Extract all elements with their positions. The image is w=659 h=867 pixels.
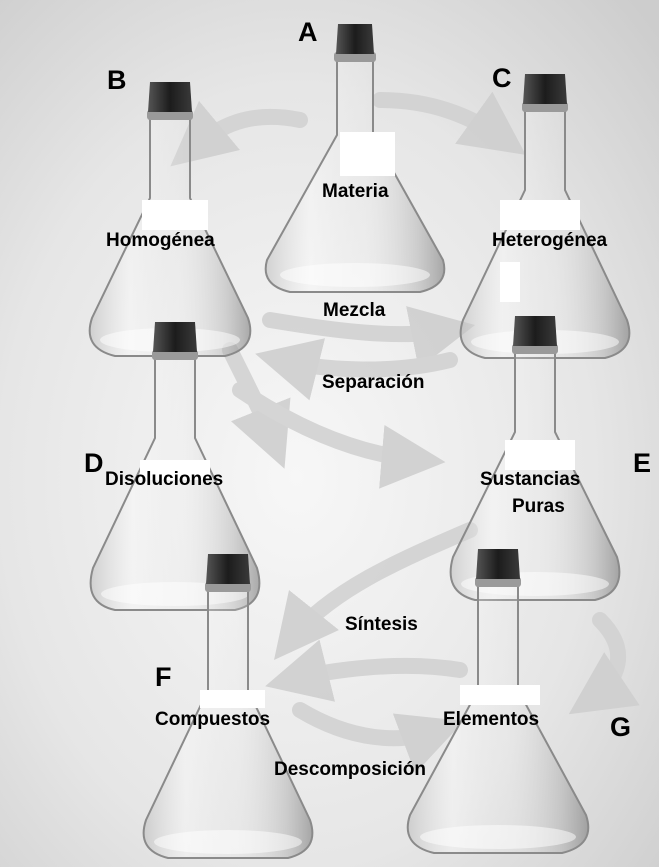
letter-g: G [610, 712, 631, 743]
letter-e: E [633, 448, 651, 479]
letter-a: A [298, 17, 318, 48]
node-elementos: Elementos [443, 709, 539, 731]
letter-b: B [107, 65, 127, 96]
node-materia: Materia [322, 181, 389, 203]
node-homogenea: Homogénea [106, 230, 215, 252]
node-sustancias-line1: Sustancias [480, 469, 580, 491]
letter-d: D [84, 448, 104, 479]
process-mezcla: Mezcla [323, 300, 385, 322]
process-separacion: Separación [322, 372, 424, 394]
node-heterogenea: Heterogénea [492, 230, 607, 252]
node-disoluciones: Disoluciones [105, 469, 223, 491]
letter-c: C [492, 63, 512, 94]
letter-f: F [155, 662, 172, 693]
node-compuestos: Compuestos [155, 709, 270, 731]
process-descomposicion: Descomposición [274, 759, 426, 781]
process-sintesis: Síntesis [345, 614, 418, 636]
node-sustancias-line2: Puras [512, 496, 565, 518]
